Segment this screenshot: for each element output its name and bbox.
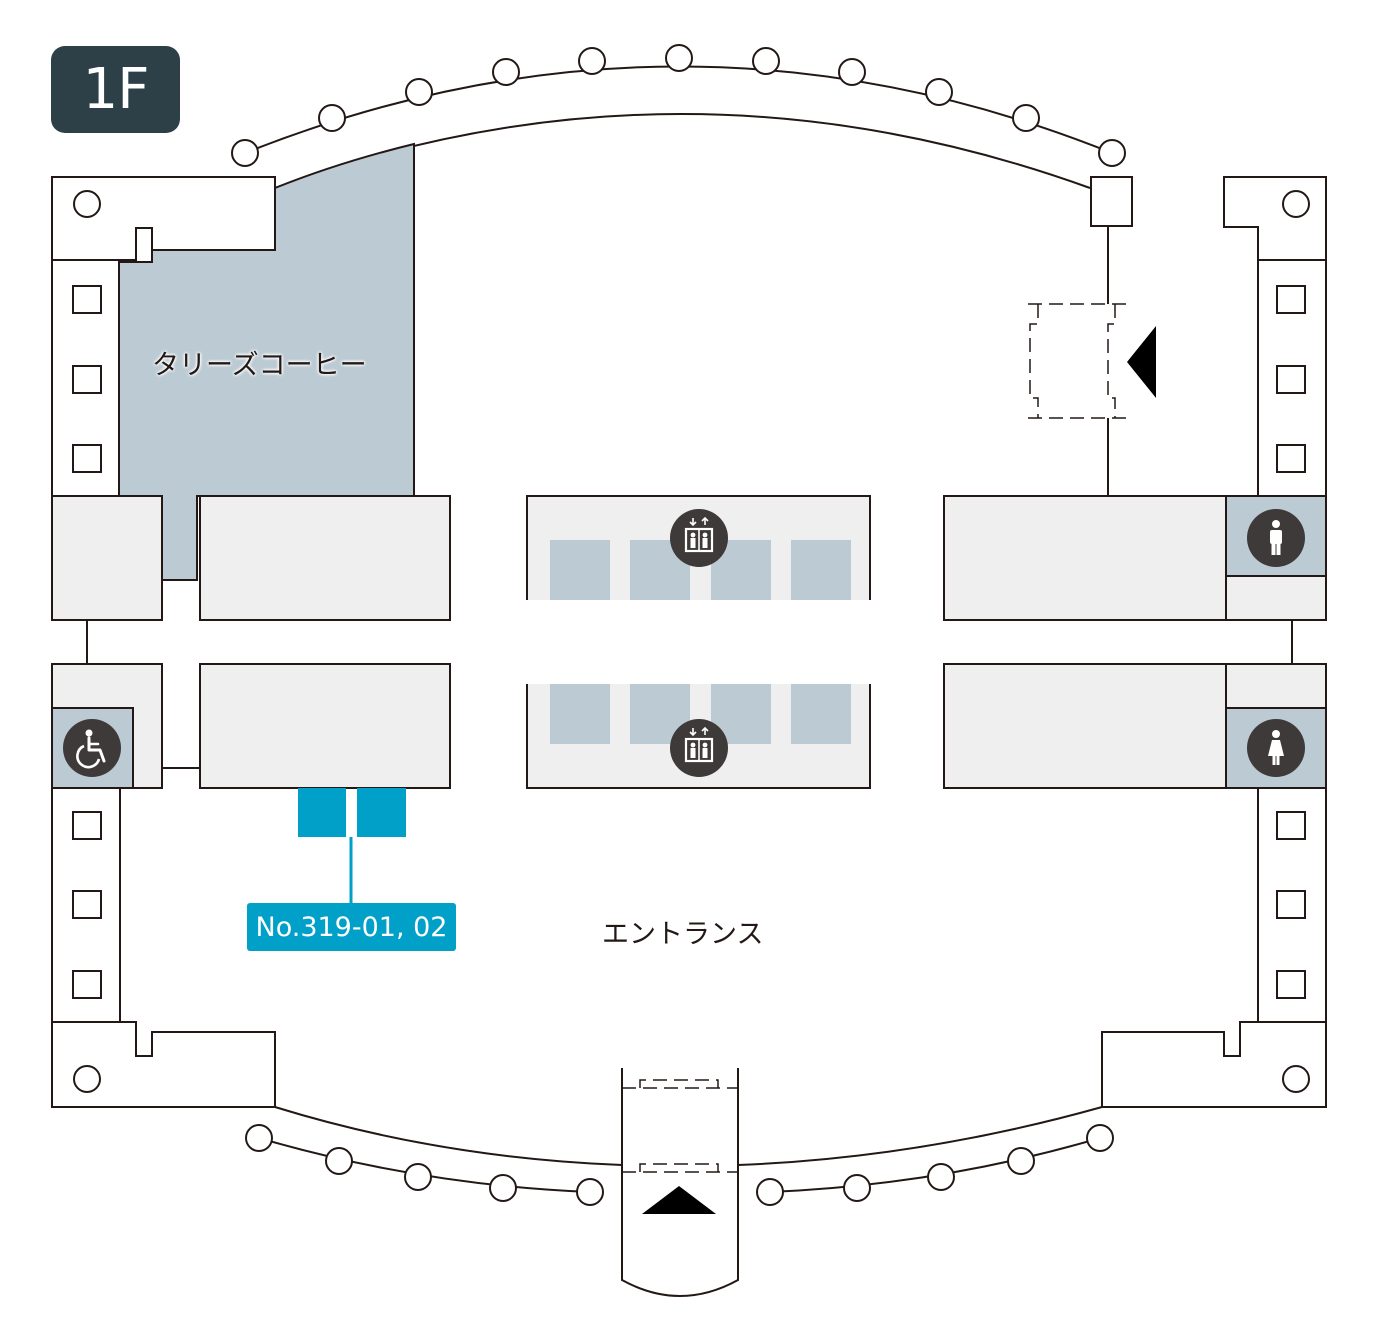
elevator-icon[interactable]: [670, 509, 728, 567]
floor-badge: 1F: [51, 46, 180, 133]
wall-left-upper: [51, 260, 120, 496]
corner-wall-top-right: [1223, 176, 1327, 261]
pillar: [492, 58, 520, 86]
pillar: [72, 444, 102, 473]
pillar: [1276, 890, 1306, 919]
pillar: [73, 1065, 101, 1093]
pillar: [1012, 104, 1040, 132]
connector-left: [86, 620, 1293, 769]
canopy-line-top: [244, 65, 1113, 154]
pillar: [325, 1147, 353, 1175]
pillar: [1276, 285, 1306, 314]
side-entrance-arrow: [1127, 326, 1156, 398]
pillar: [665, 44, 693, 72]
pillar: [1276, 811, 1306, 840]
pillar: [838, 58, 866, 86]
pillar: [578, 47, 606, 75]
pillar: [843, 1174, 871, 1202]
booth-319-02[interactable]: [357, 788, 406, 837]
pillar: [925, 78, 953, 106]
pillar: [1007, 1147, 1035, 1175]
block-left-lower-large: [199, 663, 451, 789]
man-restroom-icon[interactable]: [1247, 509, 1305, 567]
right-door-frame: [1028, 303, 1126, 419]
main-entrance-vestibule: [621, 1068, 739, 1297]
pillar: [756, 1178, 784, 1206]
block-left-upper-small: [51, 495, 163, 621]
wall-right-lower: [1257, 788, 1327, 1022]
south-facade-arc-left: [274, 1106, 623, 1166]
pillar: [318, 104, 346, 132]
pillar: [405, 78, 433, 106]
pillar: [1282, 190, 1310, 218]
pillar: [576, 1178, 604, 1206]
pillar: [1086, 1124, 1114, 1152]
pillar: [73, 190, 101, 218]
elevator-car: [550, 540, 610, 600]
pillar: [404, 1163, 432, 1191]
main-entrance-doors: [622, 1079, 738, 1173]
pillar: [231, 139, 259, 167]
pillar: [72, 970, 102, 999]
pillars-round: [73, 44, 1310, 1206]
corner-wall-bottom-right: [1101, 1021, 1327, 1108]
corner-wall-top-left: [51, 176, 276, 261]
block-left-upper-large: [199, 495, 451, 621]
shop-label-tullys[interactable]: タリーズコーヒー: [152, 350, 367, 381]
elevator-car: [550, 684, 610, 744]
right-column-box: [1090, 176, 1133, 227]
pillar: [72, 365, 102, 394]
wall-right-upper: [1257, 260, 1327, 496]
corner-wall-bottom-left: [51, 1021, 276, 1108]
main-entrance-arrow: [642, 1186, 716, 1214]
pillar: [927, 1163, 955, 1191]
pillar: [72, 890, 102, 919]
area-label-entrance: エントランス: [602, 919, 764, 950]
pillar: [489, 1174, 517, 1202]
booth-319-01[interactable]: [298, 788, 346, 837]
pillar: [752, 47, 780, 75]
wall-left-lower: [51, 788, 121, 1022]
pillar: [1098, 139, 1126, 167]
pillar: [1276, 365, 1306, 394]
pillar: [1276, 970, 1306, 999]
wheelchair-icon[interactable]: [63, 719, 121, 777]
booth-label[interactable]: No.319-01, 02: [247, 903, 456, 951]
south-facade-arc-right: [737, 1106, 1103, 1166]
pillar: [1282, 1065, 1310, 1093]
elevator-icon[interactable]: [670, 719, 728, 777]
woman-restroom-icon[interactable]: [1247, 719, 1305, 777]
elevator-car: [791, 540, 851, 600]
pillar: [72, 285, 102, 314]
pillar: [1276, 444, 1306, 473]
pillars-square: [72, 285, 1306, 999]
pillar: [245, 1124, 273, 1152]
elevator-car: [791, 684, 851, 744]
pillar: [72, 811, 102, 840]
